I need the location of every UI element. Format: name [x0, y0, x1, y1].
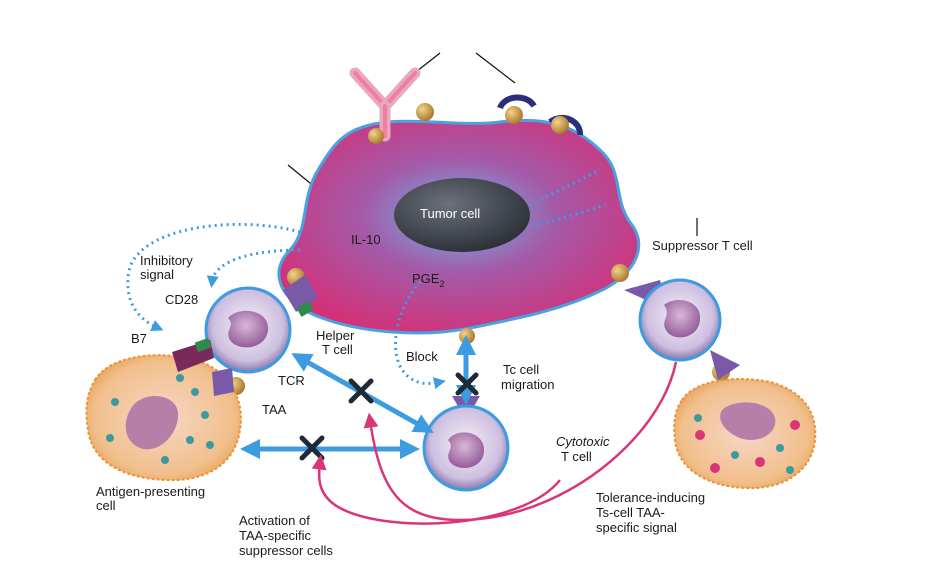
helper-t-cell-label-2: T cell	[322, 342, 353, 357]
secreted-factor-lines	[529, 168, 606, 227]
suppressor-t-cell	[624, 278, 740, 380]
block-x-marks	[299, 372, 479, 461]
apc-helper-receptors	[172, 337, 234, 396]
activation-label-1: Activation of	[239, 513, 310, 528]
antibody-icon	[349, 67, 421, 142]
tumor-cell-label: Tumor cell	[420, 206, 480, 221]
cytotoxic-label-2: T cell	[561, 449, 592, 464]
cd28-label: CD28	[165, 292, 198, 307]
tumor-cell	[277, 118, 641, 335]
apc-label-2: cell	[96, 498, 116, 513]
tolerance-label-3: specific signal	[596, 520, 677, 535]
cytotoxic-t-cell	[422, 396, 510, 492]
helper-tumor-receptor	[283, 275, 318, 317]
right-antigen-presenting-cell	[673, 378, 817, 490]
tc-migration-label-1: Tc cell	[503, 362, 539, 377]
tolerance-label-1: Tolerance-inducing	[596, 490, 705, 505]
tc-migration-label-2: migration	[501, 377, 554, 392]
tolerance-label-2: Ts-cell TAA-	[596, 505, 665, 520]
b7-label: B7	[131, 331, 147, 346]
cytotoxic-label-1: Cytotoxic	[556, 434, 610, 449]
labels: Tumor cell IL-10 PGE2 Suppressor T cell …	[96, 206, 753, 558]
taa-label: TAA	[262, 402, 287, 417]
pink-arrows	[311, 361, 678, 525]
x-mark-migration	[455, 372, 479, 396]
suppressor-t-cell-label: Suppressor T cell	[652, 238, 753, 253]
x-mark-helper	[348, 378, 374, 404]
helper-t-cell	[204, 286, 292, 374]
activation-label-3: suppressor cells	[239, 543, 333, 558]
apc-label-1: Antigen-presenting	[96, 484, 205, 499]
il10-label: IL-10	[351, 232, 381, 247]
inhibitory-signal-arrow-2	[206, 248, 301, 288]
tcr-label: TCR	[278, 373, 305, 388]
inhibitory-signal-label-2: signal	[140, 267, 174, 282]
activation-label-2: TAA-specific	[239, 528, 311, 543]
helper-t-cell-label-1: Helper	[316, 328, 355, 343]
inhibitory-signal-label-1: Inhibitory	[140, 253, 193, 268]
block-label: Block	[406, 349, 438, 364]
pge2-label: PGE2	[412, 271, 444, 289]
tumor-cell-nucleus	[394, 178, 530, 252]
activation-arrow	[311, 454, 561, 525]
